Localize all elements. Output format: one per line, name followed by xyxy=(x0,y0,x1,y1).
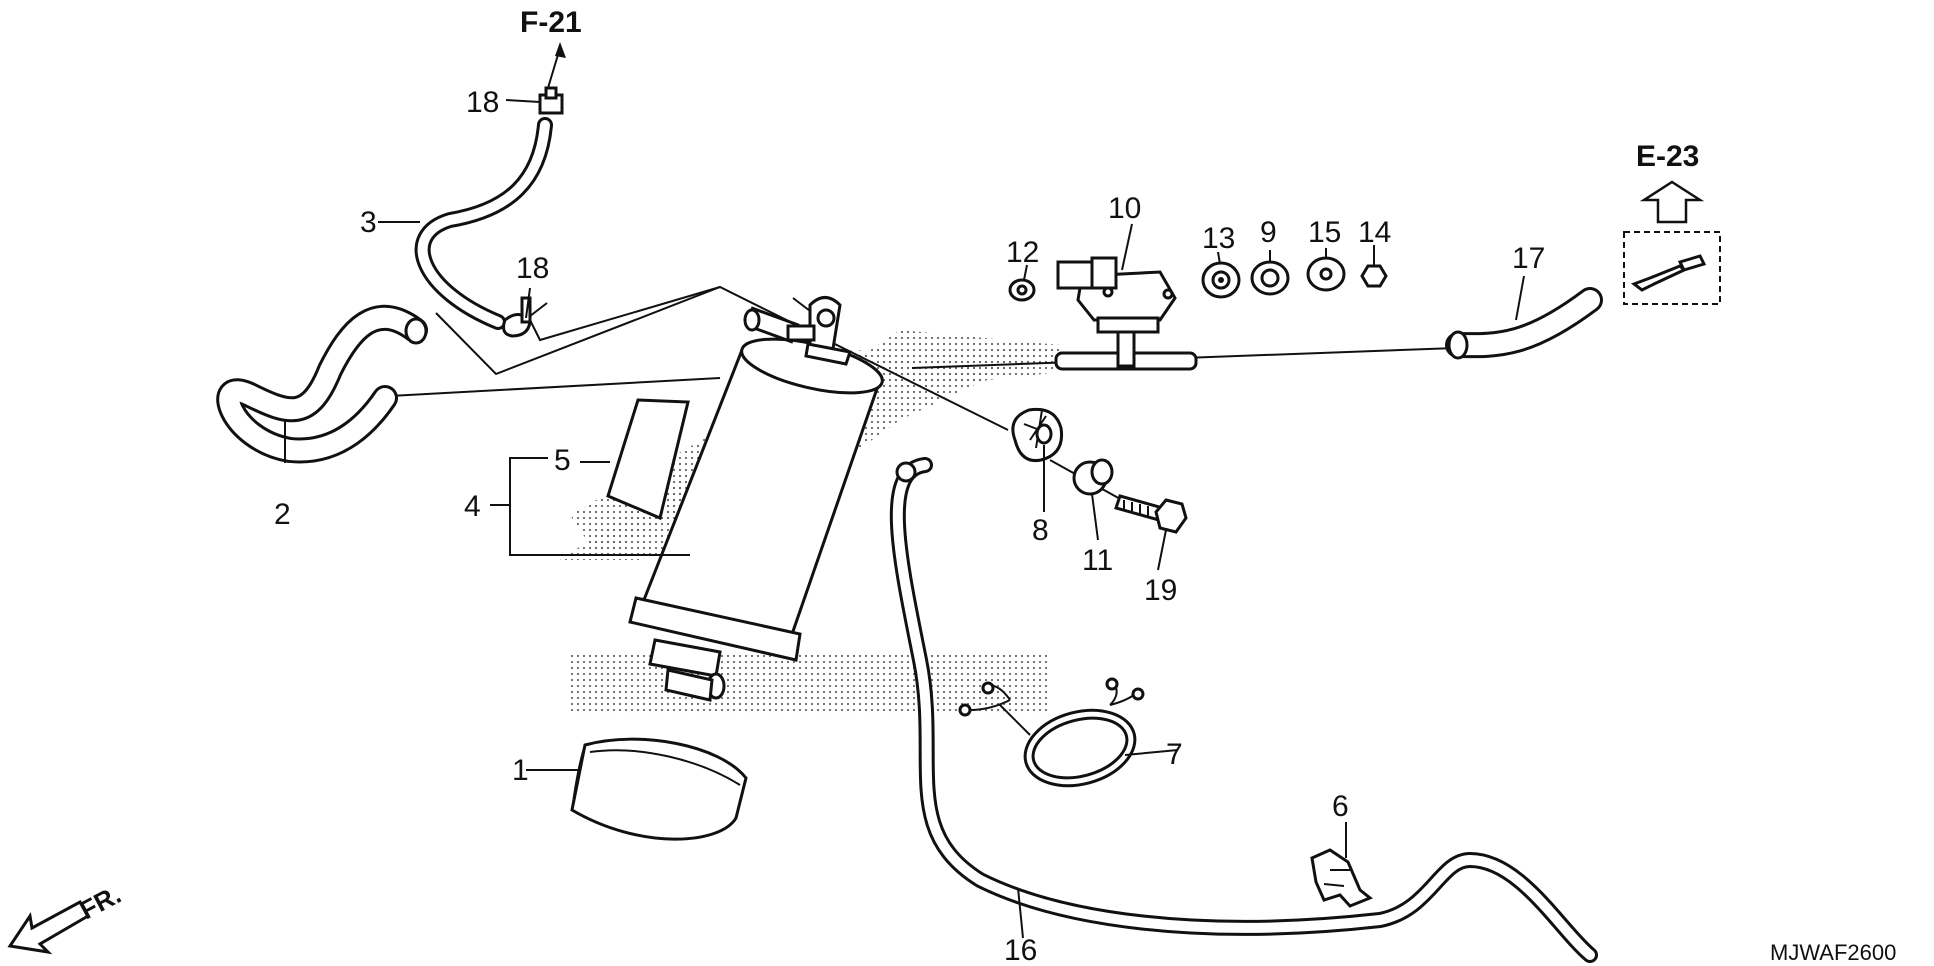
part-18-clip-mid xyxy=(502,296,532,338)
part-4-canister xyxy=(628,296,884,702)
part-3-hose xyxy=(414,117,553,330)
label-part-18-top: 18 xyxy=(466,86,499,119)
label-part-11: 11 xyxy=(1082,544,1113,577)
label-part-15: 15 xyxy=(1308,216,1341,249)
part-7-clamp xyxy=(958,677,1145,788)
label-part-12: 12 xyxy=(1006,236,1039,269)
label-part-1: 1 xyxy=(512,754,529,787)
part-2-formed-hose xyxy=(216,304,428,464)
ref-e23: E-23 xyxy=(1636,140,1699,173)
label-part-16: 16 xyxy=(1004,934,1037,966)
label-part-13: 13 xyxy=(1202,222,1235,255)
label-part-14: 14 xyxy=(1358,216,1391,249)
label-part-7: 7 xyxy=(1166,738,1183,771)
part-1-band xyxy=(570,737,748,841)
e23-connector-box xyxy=(1623,231,1721,305)
diagram-code: MJWAF2600 xyxy=(1770,940,1896,965)
part-13-grommet xyxy=(1201,261,1241,299)
label-part-9: 9 xyxy=(1260,216,1277,249)
part-11-collar xyxy=(1072,458,1114,496)
part-12-grommet xyxy=(1008,278,1036,302)
label-part-2: 2 xyxy=(274,498,291,531)
label-part-10: 10 xyxy=(1108,192,1141,225)
part-18-clip-top xyxy=(538,86,564,115)
part-16-long-hose xyxy=(889,457,1598,963)
part-17-short-hose xyxy=(1445,287,1603,360)
front-arrow-icon xyxy=(7,899,91,955)
label-part-17: 17 xyxy=(1512,242,1545,275)
part-14-nut xyxy=(1360,264,1388,288)
part-19-bolt xyxy=(1114,494,1188,534)
ref-f21: F-21 xyxy=(520,6,582,39)
label-part-6: 6 xyxy=(1332,790,1349,823)
f21-arrow-icon xyxy=(547,42,566,89)
label-part-19: 19 xyxy=(1144,574,1177,607)
part-8-damper xyxy=(1011,407,1064,463)
part-10-purge-valve xyxy=(1054,256,1198,371)
e23-arrow-icon xyxy=(1639,180,1705,224)
label-part-18-mid: 18 xyxy=(516,252,549,285)
part-9-collar xyxy=(1250,260,1290,296)
label-part-5: 5 xyxy=(554,444,571,477)
part-6-clip xyxy=(1310,848,1373,908)
label-part-4: 4 xyxy=(464,490,481,523)
part-5-label xyxy=(606,398,690,521)
callout-lines xyxy=(284,99,1525,939)
part-15-washer xyxy=(1306,256,1346,292)
label-part-3: 3 xyxy=(360,206,377,239)
label-part-8: 8 xyxy=(1032,514,1049,547)
